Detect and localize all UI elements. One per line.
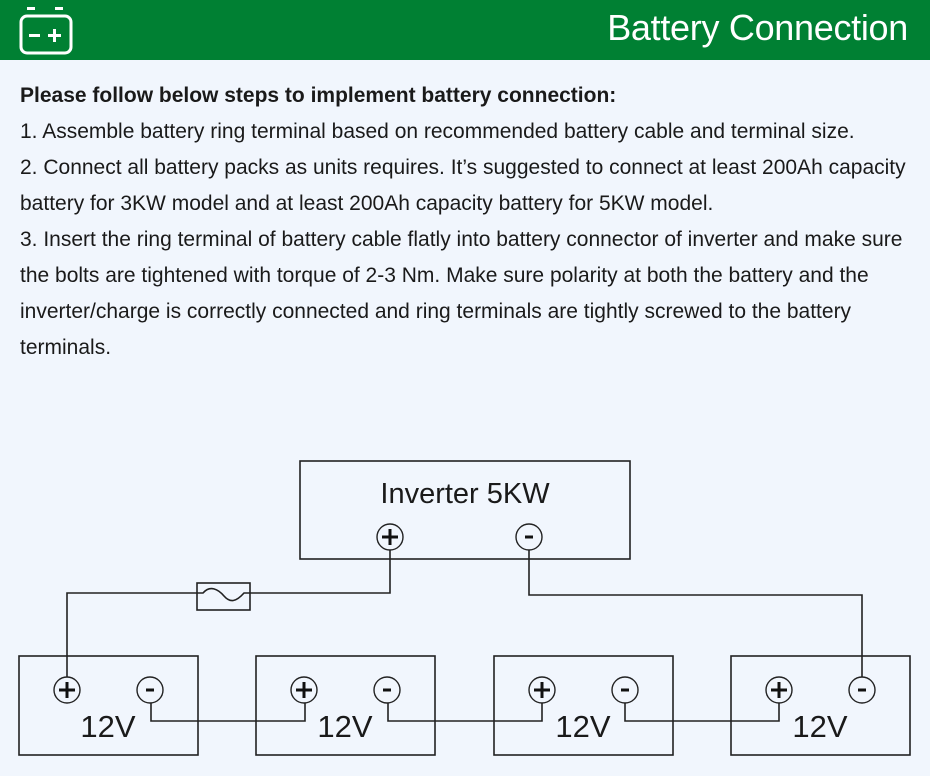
inverter-positive-terminal [376,523,404,551]
battery-positive-terminal [53,676,81,704]
battery-voltage-label: 12V [792,709,847,744]
series-link-2-3 [387,703,543,722]
battery-1: 12V [18,655,199,756]
battery-box [730,655,911,756]
instruction-step-3: 3. Insert the ring terminal of battery c… [20,228,903,359]
positive-cable-to-battery [66,592,197,677]
instructions-intro: Please follow below steps to implement b… [20,84,617,107]
instructions: Please follow below steps to implement b… [20,78,915,366]
inverter: Inverter 5KW [299,460,631,560]
battery-voltage-label: 12V [317,709,372,744]
series-link-1-2 [150,703,306,722]
battery-negative-terminal [136,676,164,704]
battery-4: 12V [730,655,911,756]
instruction-step-2: 2. Connect all battery packs as units re… [20,156,906,215]
page-title: Battery Connection [607,7,908,48]
wiring-diagram: Inverter 5KW 12V 12V 12V 12V [18,460,911,756]
battery-negative-terminal [373,676,401,704]
battery-negative-terminal [848,676,876,704]
battery-box [18,655,199,756]
battery-2: 12V [255,655,436,756]
battery-voltage-label: 12V [80,709,135,744]
fuse [196,582,251,611]
series-link-3-4 [624,703,780,722]
inverter-negative-terminal [515,523,543,551]
battery-box [493,655,674,756]
battery-positive-terminal [765,676,793,704]
battery-voltage-label: 12V [555,709,610,744]
battery-positive-terminal [528,676,556,704]
battery-negative-terminal [611,676,639,704]
inverter-box [299,460,631,560]
battery-icon [19,7,73,55]
battery-positive-terminal [290,676,318,704]
battery-box [255,655,436,756]
battery-3: 12V [493,655,674,756]
inverter-label: Inverter 5KW [380,478,550,510]
negative-cable [528,550,863,677]
header-banner: Battery Connection [0,0,930,60]
instruction-step-1: 1. Assemble battery ring terminal based … [20,120,855,143]
positive-cable [250,550,391,594]
